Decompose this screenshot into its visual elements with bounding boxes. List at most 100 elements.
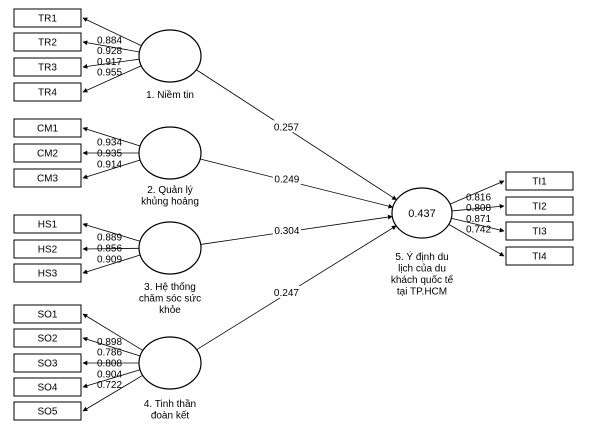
path-coef-bg-health — [272, 223, 301, 236]
loading-arrow-so2 — [82, 337, 141, 357]
indicator-label-hs1: HS1 — [38, 220, 58, 231]
loading-value-tr3: 0.917 — [97, 57, 122, 68]
indicator-label-tr1: TR1 — [38, 14, 57, 25]
indicator-label-so4: SO4 — [37, 383, 57, 394]
loading-arrow-ti3 — [451, 217, 505, 233]
nodes-layer — [13, 8, 574, 421]
loading-arrow-tr1 — [82, 17, 142, 47]
loading-value-ti4: 0.742 — [466, 225, 491, 236]
indicator-label-hs2: HS2 — [38, 245, 58, 256]
indicator-box-tr4 — [13, 82, 82, 102]
path-coefficient-health: 0.304 — [274, 226, 299, 237]
loading-value-ti2: 0.808 — [466, 203, 491, 214]
indicator-box-ti2 — [505, 196, 574, 216]
indicator-box-tr1 — [13, 8, 82, 28]
indicator-box-so1 — [13, 304, 82, 324]
construct-solidarity — [138, 336, 202, 390]
loading-arrow-cm3 — [82, 159, 141, 179]
loading-arrow-so1 — [82, 313, 144, 351]
construct-label-health-2: khỏe — [159, 304, 181, 316]
loading-value-so4: 0.904 — [97, 369, 122, 380]
construct-label-intention-1: lịch của du — [398, 263, 446, 275]
indicator-box-ti1 — [505, 171, 574, 191]
path-arrow-trust — [196, 69, 397, 201]
loading-arrow-so4 — [82, 369, 141, 389]
loading-value-so1: 0.898 — [97, 337, 122, 348]
indicator-label-cm1: CM1 — [37, 124, 59, 135]
loading-value-cm3: 0.914 — [97, 159, 122, 170]
indicator-label-hs3: HS3 — [38, 269, 58, 280]
construct-label-health-0: 3. Hệ thống — [144, 281, 196, 293]
path-coef-bg-trust — [272, 120, 301, 133]
loading-value-tr4: 0.955 — [97, 68, 122, 79]
loading-arrow-tr4 — [82, 65, 142, 93]
indicator-box-so4 — [13, 377, 82, 397]
loading-value-so5: 0.722 — [97, 380, 122, 391]
construct-health — [138, 221, 202, 275]
construct-label-intention-2: khách quốc tế — [391, 274, 454, 286]
indicator-box-tr2 — [13, 32, 82, 52]
indicator-box-cm1 — [13, 118, 82, 138]
indicator-label-so2: SO2 — [37, 334, 57, 345]
construct-label-crisis-0: 2. Quản lý — [147, 185, 193, 196]
path-coefficient-solidarity: 0.247 — [274, 288, 299, 299]
indicator-label-ti3: TI3 — [532, 227, 547, 238]
indicator-box-hs3 — [13, 263, 82, 283]
loading-arrow-ti2 — [451, 204, 505, 212]
indicator-label-tr4: TR4 — [38, 88, 57, 99]
loading-arrow-tr2 — [82, 40, 140, 53]
path-coef-bg-solidarity — [272, 285, 301, 298]
indicator-label-so5: SO5 — [37, 407, 57, 418]
indicator-box-hs2 — [13, 239, 82, 259]
indicator-box-cm3 — [13, 168, 82, 188]
construct-label-intention-0: 5. Ý định du — [395, 250, 448, 263]
construct-crisis — [138, 126, 202, 180]
indicator-label-ti2: TI2 — [532, 202, 547, 213]
indicator-box-cm2 — [13, 143, 82, 163]
loading-value-so2: 0.786 — [97, 348, 122, 359]
indicator-label-so3: SO3 — [37, 359, 57, 370]
loading-value-ti3: 0.871 — [466, 214, 491, 225]
path-coefficient-crisis: 0.249 — [274, 175, 299, 186]
indicator-box-so3 — [13, 353, 82, 373]
construct-intention — [391, 187, 453, 239]
indicator-box-ti4 — [505, 246, 574, 266]
indicator-label-cm2: CM2 — [37, 149, 59, 160]
loading-arrow-cm1 — [82, 127, 141, 147]
construct-label-trust-0: 1. Niềm tin — [146, 89, 194, 101]
construct-label-intention-3: tại TP.HCM — [397, 287, 447, 298]
indicator-label-cm3: CM3 — [37, 174, 59, 185]
loading-arrow-hs1 — [82, 222, 141, 242]
construct-label-health-1: chăm sóc sức — [139, 294, 201, 305]
r-squared-value: 0.437 — [408, 208, 436, 220]
loading-value-tr1: 0.884 — [97, 35, 122, 46]
loading-value-cm1: 0.934 — [97, 138, 122, 149]
indicator-label-tr3: TR3 — [38, 63, 57, 74]
indicator-label-tr2: TR2 — [38, 38, 57, 49]
loading-value-hs2: 0.856 — [97, 244, 122, 255]
path-coef-bg-crisis — [272, 172, 301, 185]
construct-label-solidarity-0: 4. Tinh thần — [144, 398, 196, 410]
loading-value-cm2: 0.935 — [97, 149, 122, 160]
loading-value-tr2: 0.928 — [97, 46, 122, 57]
indicator-label-ti1: TI1 — [532, 177, 547, 188]
loading-arrow-hs2 — [82, 246, 140, 252]
loading-arrow-ti4 — [448, 224, 505, 257]
construct-label-solidarity-1: đoàn kết — [151, 410, 190, 422]
loading-arrow-so5 — [82, 374, 143, 412]
loading-value-hs3: 0.909 — [97, 254, 122, 265]
loading-value-ti1: 0.816 — [466, 192, 491, 203]
loading-arrow-tr3 — [82, 58, 140, 69]
loading-value-so3: 0.808 — [97, 359, 122, 370]
indicator-box-so5 — [13, 401, 82, 421]
construct-trust — [138, 29, 202, 83]
indicator-label-ti4: TI4 — [532, 252, 547, 263]
path-coefficient-trust: 0.257 — [274, 122, 299, 133]
loading-arrow-ti1 — [449, 180, 505, 205]
indicator-box-hs1 — [13, 214, 82, 234]
indicator-box-tr3 — [13, 57, 82, 77]
indicator-box-ti3 — [505, 221, 574, 241]
loading-arrow-hs3 — [82, 254, 141, 274]
